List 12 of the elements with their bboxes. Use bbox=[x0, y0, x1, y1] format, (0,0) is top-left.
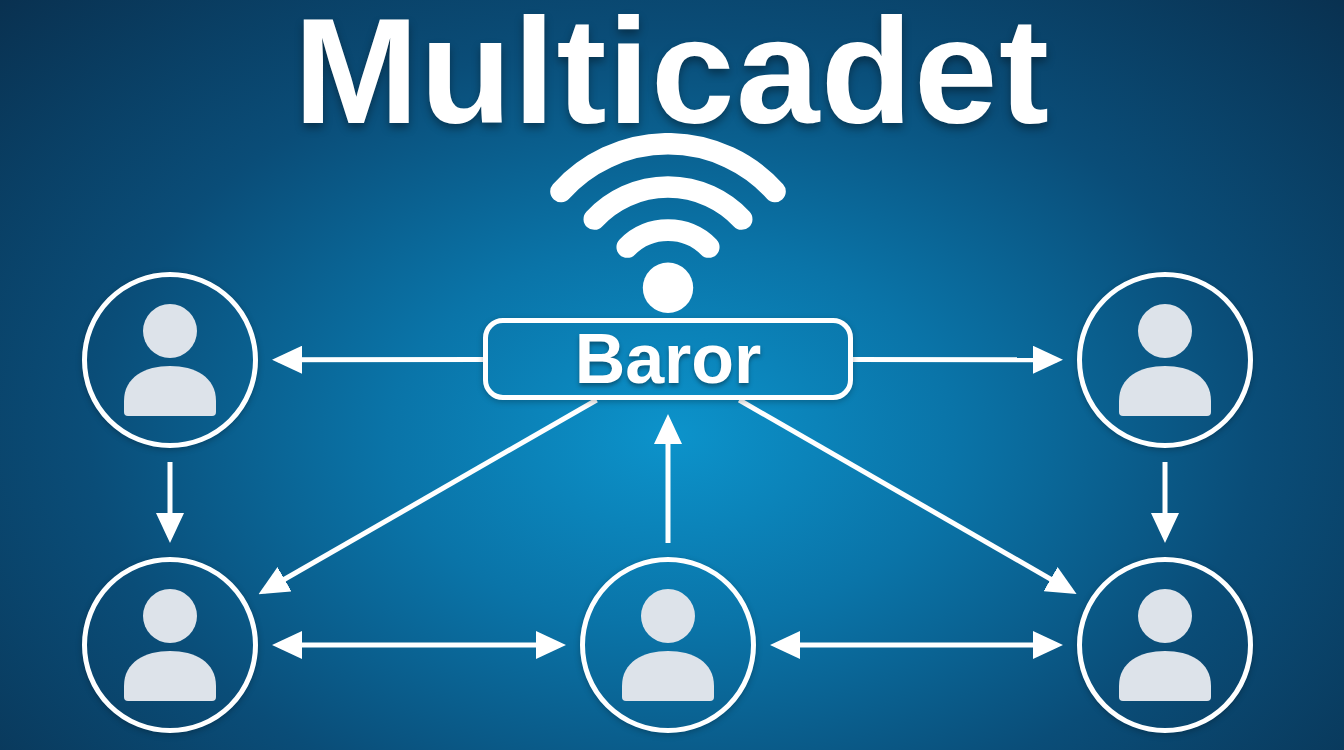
title: Multicadet bbox=[293, 0, 1051, 146]
arrow bbox=[156, 462, 184, 543]
arrow bbox=[737, 397, 1078, 597]
arrow bbox=[272, 345, 483, 374]
arrow bbox=[257, 397, 598, 597]
rounded-box bbox=[483, 318, 853, 400]
arrow bbox=[654, 414, 682, 543]
arrow bbox=[853, 345, 1063, 374]
node-label: Baror bbox=[574, 324, 762, 394]
arrow bbox=[272, 631, 566, 659]
arrow bbox=[770, 631, 1063, 659]
arrow bbox=[1151, 462, 1179, 543]
